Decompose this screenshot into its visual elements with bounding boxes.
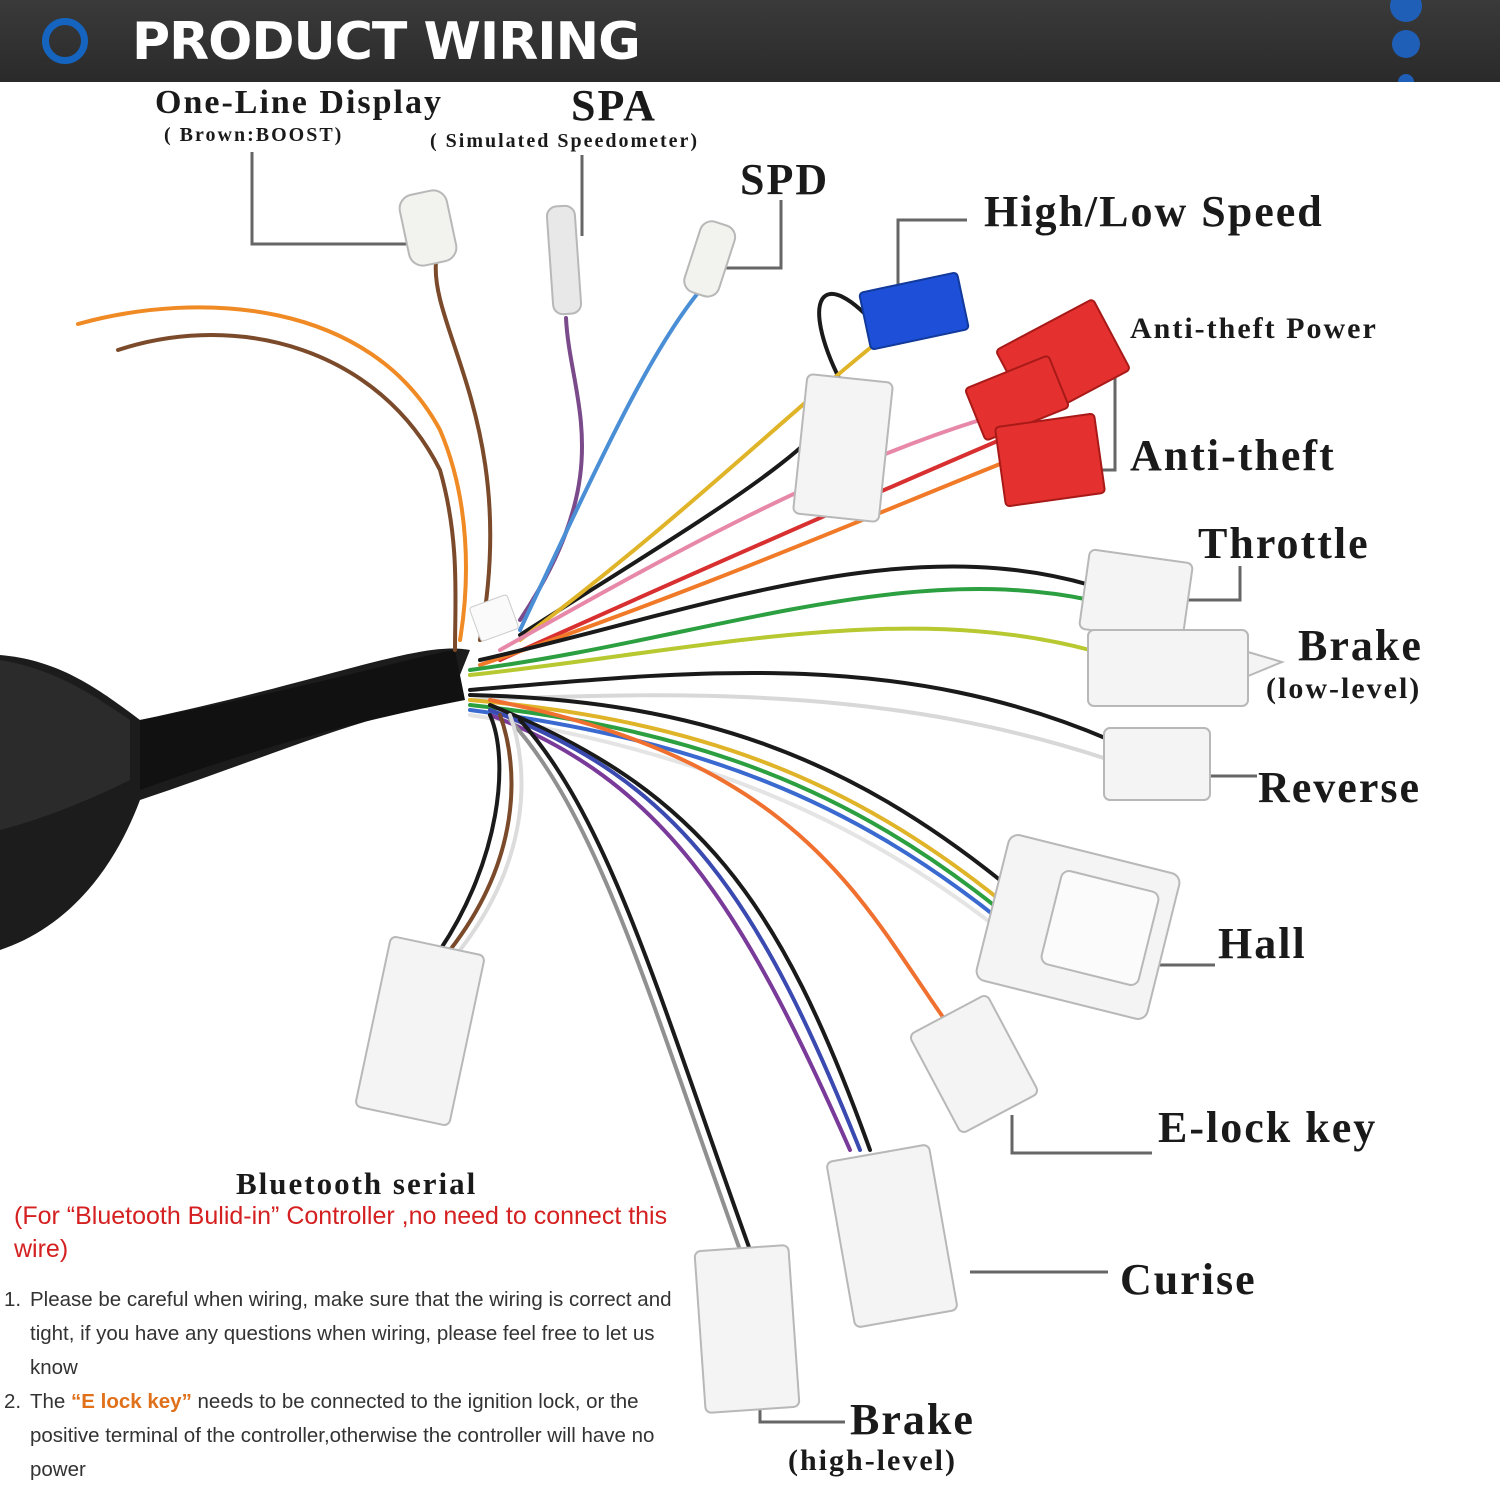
label-spa-sub: ( Simulated Speedometer) (430, 130, 700, 152)
label-spd: SPD (740, 155, 830, 204)
wire-white (468, 693, 1112, 762)
wire-pink (498, 418, 982, 652)
wire-bt-brown (448, 713, 514, 952)
header-bar: PRODUCT WIRING (0, 0, 1500, 82)
wire-yellow (518, 338, 882, 642)
wire-red (498, 438, 1002, 662)
throttle-connector (1078, 548, 1194, 644)
label-hall: Hall (1218, 919, 1307, 968)
label-throttle: Throttle (1198, 519, 1370, 568)
note-number: 2. (4, 1390, 22, 1413)
wire-curise-black (488, 703, 872, 1152)
label-brake-high-sub: (high-level) (788, 1444, 957, 1477)
label-e-lock-key: E-lock key (1158, 1103, 1378, 1152)
brake-high-connector (693, 1244, 801, 1414)
brake-low-connector (1087, 629, 1249, 707)
wire-hall-black (468, 693, 1002, 882)
wiring-harness-diagram (0, 152, 1286, 1424)
wire-black-2 (478, 564, 1092, 662)
wire-brown-display (433, 260, 493, 642)
leader-line-high-low-speed (896, 218, 967, 292)
wire-hall-yellow (468, 698, 1002, 902)
spa-terminal (545, 204, 583, 316)
label-anti-theft: Anti-theft (1130, 431, 1336, 480)
note-text-pre: The (30, 1390, 72, 1413)
wire-curise-purple (488, 713, 852, 1152)
high-low-speed-connector (858, 271, 970, 351)
anti-theft-connector (994, 412, 1106, 508)
note-item: 2. The “E lock key” needs to be connecte… (4, 1385, 704, 1487)
leader-line-one-line-display (250, 152, 410, 246)
spd-terminal (683, 220, 737, 298)
reverse-connector (1103, 727, 1211, 801)
label-brake-low: Brake (1298, 621, 1423, 670)
wire-brake-black (518, 718, 752, 1252)
label-curise: Curise (1120, 1255, 1257, 1304)
wire-green (468, 587, 1092, 672)
wire-bt-white (458, 713, 524, 952)
wire-label-tag (469, 594, 519, 642)
curise-connector (826, 1144, 958, 1328)
leader-line-e-lock-key (1010, 1115, 1152, 1155)
wire-orange-2 (478, 458, 1012, 667)
page-title: PRODUCT WIRING (132, 12, 641, 72)
note-text: The “E lock key” needs to be connected t… (30, 1385, 704, 1487)
wire-brown-boost (116, 333, 458, 652)
label-bluetooth-serial: Bluetooth serial (236, 1166, 478, 1201)
wire-black-3 (468, 670, 1112, 742)
white-connector-top (792, 373, 894, 523)
wire-yellowgreen (468, 626, 1092, 677)
label-spa: SPA (571, 81, 657, 130)
note-number: 1. (4, 1288, 22, 1311)
e-lock-key-connector (909, 995, 1039, 1133)
leader-line-spd (723, 200, 783, 270)
note-text: Please be careful when wiring, make sure… (30, 1288, 672, 1379)
wire-bt-black (438, 713, 502, 952)
note-item: 1. Please be careful when wiring, make s… (4, 1283, 704, 1385)
note-text-post: needs to be connected to the ignition lo… (30, 1390, 655, 1481)
bluetooth-note: (For “Bluetooth Bulid-in” Controller ,no… (14, 1202, 668, 1263)
ring-logo-icon (42, 18, 88, 64)
wire-elock-orange (488, 698, 947, 1022)
label-one-line-display: One-Line Display (155, 84, 443, 121)
label-one-line-display-sub: ( Brown:BOOST) (164, 124, 344, 146)
label-brake-low-sub: (low-level) (1266, 672, 1422, 705)
label-brake-high: Brake (850, 1395, 975, 1444)
wiring-notes: 1. Please be careful when wiring, make s… (4, 1283, 704, 1487)
e-lock-key-highlight: “E lock key” (71, 1390, 192, 1413)
bluetooth-serial-connector (355, 936, 485, 1126)
wire-purple-spa (518, 316, 584, 622)
wire-hall-blue (468, 708, 1002, 922)
label-high-low-speed: High/Low Speed (984, 187, 1324, 236)
wire-orange (76, 305, 468, 642)
wire-hall-white (468, 713, 1002, 932)
wire-brake-gray (508, 718, 742, 1252)
wire-blue-spd (518, 286, 704, 632)
label-anti-theft-power: Anti-theft Power (1130, 312, 1378, 345)
one-line-display-terminal (398, 189, 458, 267)
label-reverse: Reverse (1258, 763, 1422, 812)
dots-decoration-icon (1390, 0, 1422, 82)
wire-curise-blue (488, 708, 862, 1152)
